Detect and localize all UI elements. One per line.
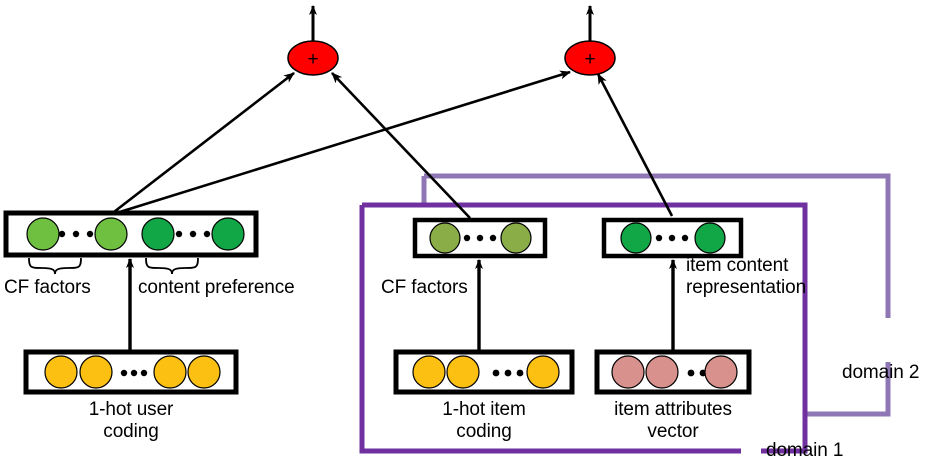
item-cf-factors-vector [412,217,548,259]
unit-user-onehot-2 [79,355,113,389]
label-item-content-line1: item content [686,255,789,276]
edge-item-cf-to-sum-left [331,72,471,219]
unit-content-pref-2 [211,217,245,251]
ellipsis-user-content [175,230,211,238]
unit-item-attr-2 [645,355,679,389]
ellipsis-user-cf [58,230,94,238]
unit-item-attr-1 [611,355,645,389]
one-hot-user-coding-vector [23,349,239,395]
unit-cf-user-2 [94,217,128,251]
label-domain2: domain 2 [842,362,920,383]
unit-user-onehot-4 [187,355,221,389]
ellipsis-item-content [655,234,689,242]
unit-user-onehot-1 [44,355,78,389]
unit-item-onehot-3 [526,355,560,389]
user-embedding-vector [3,210,259,258]
unit-item-onehot-1 [412,355,446,389]
edge-user-to-sum-right [109,70,571,217]
item-content-representation-vector [601,217,744,259]
ellipsis-user-onehot [120,369,148,377]
one-hot-item-coding-vector [393,349,575,395]
unit-item-onehot-2 [446,355,480,389]
label-domain1: domain 1 [766,440,844,461]
label-item-attributes-line1: item attributes [614,399,732,420]
unit-item-content-1 [620,222,652,254]
label-cf-factors-user: CF factors [4,277,91,298]
label-item-onehot-line1: 1-hot item [442,399,526,420]
unit-cf-user-1 [26,217,60,251]
brace-cf-factors-user [28,257,82,275]
unit-item-cf-1 [429,222,461,254]
label-content-preference: content preference [138,277,295,298]
sum-node-left-symbol: + [307,49,318,70]
domain2-boundary [421,173,891,417]
unit-content-pref-1 [141,217,175,251]
edge-item-content-to-sum-right [596,73,674,217]
brace-content-preference [145,257,199,275]
ellipsis-item-onehot [492,369,524,377]
label-user-onehot-line1: 1-hot user [88,399,174,420]
unit-item-cf-2 [500,222,532,254]
unit-item-content-2 [694,222,726,254]
label-cf-factors-item: CF factors [381,277,468,298]
ellipsis-item-cf [463,234,497,242]
sum-node-right-symbol: + [584,49,595,70]
item-attributes-vector [594,349,752,395]
label-item-content-line2: representation [686,277,807,298]
unit-user-onehot-3 [153,355,187,389]
edge-user-to-sum-left [109,71,295,217]
domain1-boundary [359,202,808,454]
label-user-onehot-line2: coding [103,421,159,442]
label-item-attributes-line2: vector [647,421,699,442]
sum-node-left: + [287,40,339,76]
label-item-onehot-line2: coding [456,421,512,442]
unit-item-attr-3 [704,355,738,389]
sum-node-right: + [564,40,616,76]
